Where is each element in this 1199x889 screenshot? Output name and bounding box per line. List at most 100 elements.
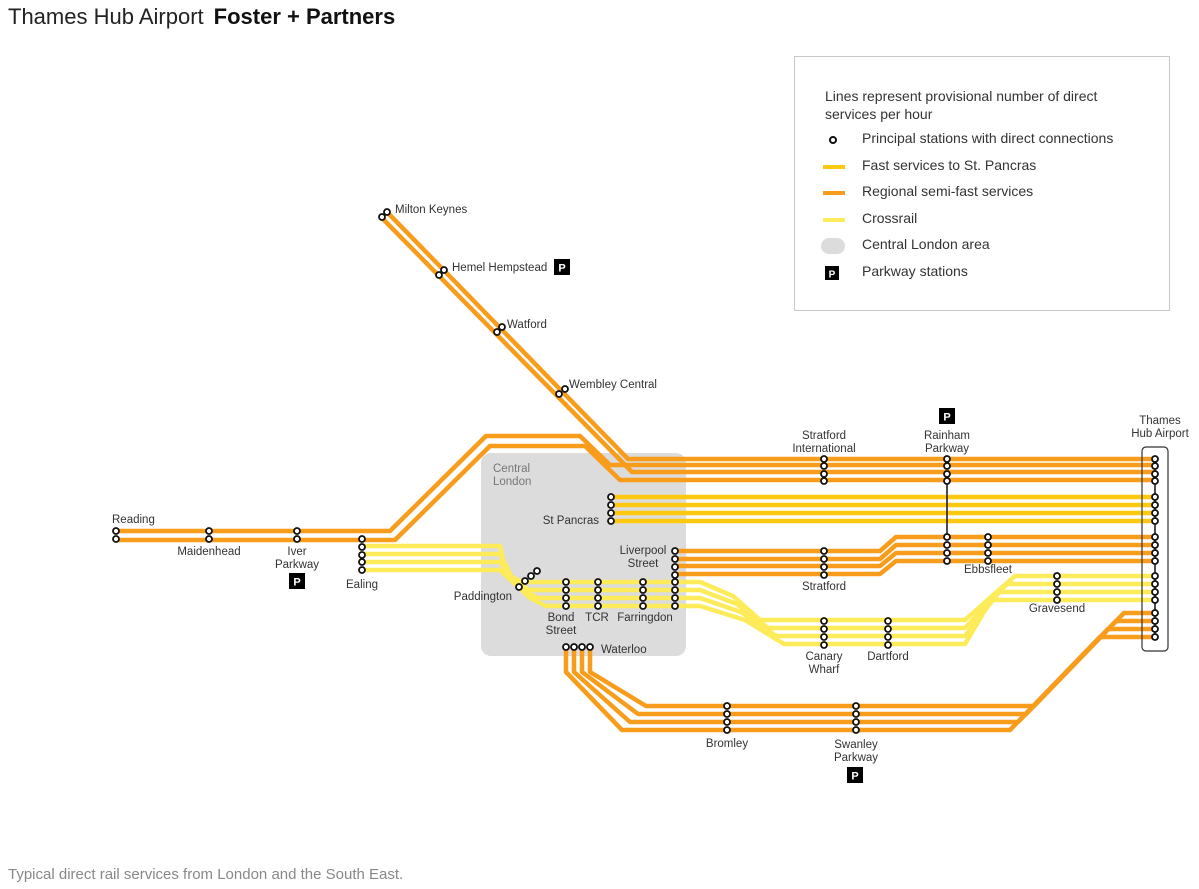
station-tcr: [594, 586, 602, 594]
station-rainham-parkway: [943, 541, 951, 549]
station-dot: [555, 390, 563, 398]
station-dartford: [884, 625, 892, 633]
station-rainham-parkway: [943, 462, 951, 470]
station-thames-hub-airport: [1151, 549, 1159, 557]
station-farringdon: [639, 594, 647, 602]
station-rainham-parkway: [943, 477, 951, 485]
legend-label: Crossrail: [862, 210, 918, 226]
station-paddington: [527, 572, 535, 580]
legend-item-regional: Regional semi-fast services: [795, 183, 1171, 203]
station-ebbsfleet: [984, 557, 992, 565]
station-thames-hub-airport: [1151, 477, 1159, 485]
legend-item-stations: Principal stations with direct connectio…: [795, 130, 1171, 150]
parkway-badge-rainham: [939, 408, 955, 424]
label-wembley-central: Wembley Central: [569, 379, 657, 391]
station-ealing: [358, 566, 366, 574]
station-st-pancras: [607, 517, 615, 525]
station-iver-parkway: [293, 527, 301, 535]
station-rainham-parkway: [943, 470, 951, 478]
station-thames-hub-airport: [1151, 533, 1159, 541]
parkway-icon: P: [825, 266, 839, 281]
station-liverpool-street: [671, 547, 679, 555]
station-thames-hub-airport: [1151, 462, 1159, 470]
station-stratford: [820, 547, 828, 555]
legend-item-crossrail: Crossrail: [795, 210, 1171, 230]
legend-label: Parkway stations: [862, 263, 968, 279]
line-liverpool-regional-4: [675, 558, 1155, 577]
label-bromley: Bromley: [706, 738, 748, 750]
station-stratford: [820, 571, 828, 579]
station-thames-hub-airport: [1151, 493, 1159, 501]
station-dot: [378, 213, 386, 221]
station-st-pancras: [607, 501, 615, 509]
parkway-icon: P: [293, 577, 300, 589]
parkway-icon: P: [558, 263, 565, 275]
label-milton-keynes: Milton Keynes: [395, 204, 467, 216]
station-ealing: [358, 543, 366, 551]
svg-text:P: P: [829, 270, 836, 281]
station-paddington: [515, 583, 523, 591]
station-circle-icon: [829, 136, 837, 144]
station-bond-street: [562, 602, 570, 610]
line-great-western-2: [116, 443, 1155, 543]
station-tcr: [594, 594, 602, 602]
station-gravesend: [1053, 596, 1061, 604]
line-liverpool-regional-2: [675, 542, 1155, 562]
station-gravesend: [1053, 588, 1061, 596]
parkway-badge-hemel-hempstead: [554, 259, 570, 275]
station-liverpool-street: [671, 563, 679, 571]
station-gravesend: [1053, 572, 1061, 580]
line-crossrail-4: [362, 567, 1155, 647]
station-thames-hub-airport: [1151, 470, 1159, 478]
station-liverpool-street: [671, 594, 679, 602]
station-dot: [383, 208, 391, 216]
station-thames-hub-airport: [1151, 455, 1159, 463]
station-bond-street: [562, 594, 570, 602]
station-dot: [498, 323, 506, 331]
label-hemel-hempstead: Hemel Hempstead: [452, 262, 547, 274]
legend-label: Fast services to St. Pancras: [862, 157, 1037, 173]
footer-caption: Typical direct rail services from London…: [8, 866, 404, 883]
station-thames-hub-airport: [1151, 509, 1159, 517]
station-maidenhead: [205, 535, 213, 543]
line-liverpool-regional-3: [675, 550, 1155, 569]
label-tcr: TCR: [585, 612, 609, 624]
station-ebbsfleet: [984, 541, 992, 549]
line-waterloo-regional-2: [571, 626, 1155, 725]
label-ealing: Ealing: [346, 579, 378, 591]
label-stratford: Stratford: [802, 581, 846, 593]
station-thames-hub-airport: [1151, 541, 1159, 549]
station-dot: [493, 328, 501, 336]
station-bromley: [723, 702, 731, 710]
station-liverpool-street: [671, 586, 679, 594]
station-thames-hub-airport: [1151, 633, 1159, 641]
line-west-coast-1: [378, 214, 1155, 475]
station-iver-parkway: [293, 535, 301, 543]
station-ebbsfleet: [984, 549, 992, 557]
station-thames-hub-airport: [1151, 501, 1159, 509]
station-rainham-parkway: [943, 533, 951, 541]
station-bond-street: [562, 586, 570, 594]
line-liverpool-regional-1: [675, 534, 1155, 554]
station-thames-hub-airport: [1151, 588, 1159, 596]
station-thames-hub-airport: [1151, 625, 1159, 633]
line-waterloo-regional-1: [563, 634, 1155, 733]
label-watford: Watford: [507, 319, 547, 331]
line-great-western-1: [116, 433, 1155, 534]
station-st-pancras: [607, 509, 615, 517]
label-maidenhead: Maidenhead: [177, 546, 240, 558]
station-liverpool-street: [671, 571, 679, 579]
label-st-pancras: St Pancras: [543, 515, 599, 527]
line-waterloo-regional-3: [579, 618, 1155, 717]
station-waterloo: [562, 643, 570, 651]
station-paddington: [521, 577, 529, 585]
legend-label: Principal stations with direct connectio…: [862, 130, 1114, 146]
line-west-coast-2: [384, 209, 1155, 462]
station-bond-street: [562, 578, 570, 586]
station-maidenhead: [205, 527, 213, 535]
